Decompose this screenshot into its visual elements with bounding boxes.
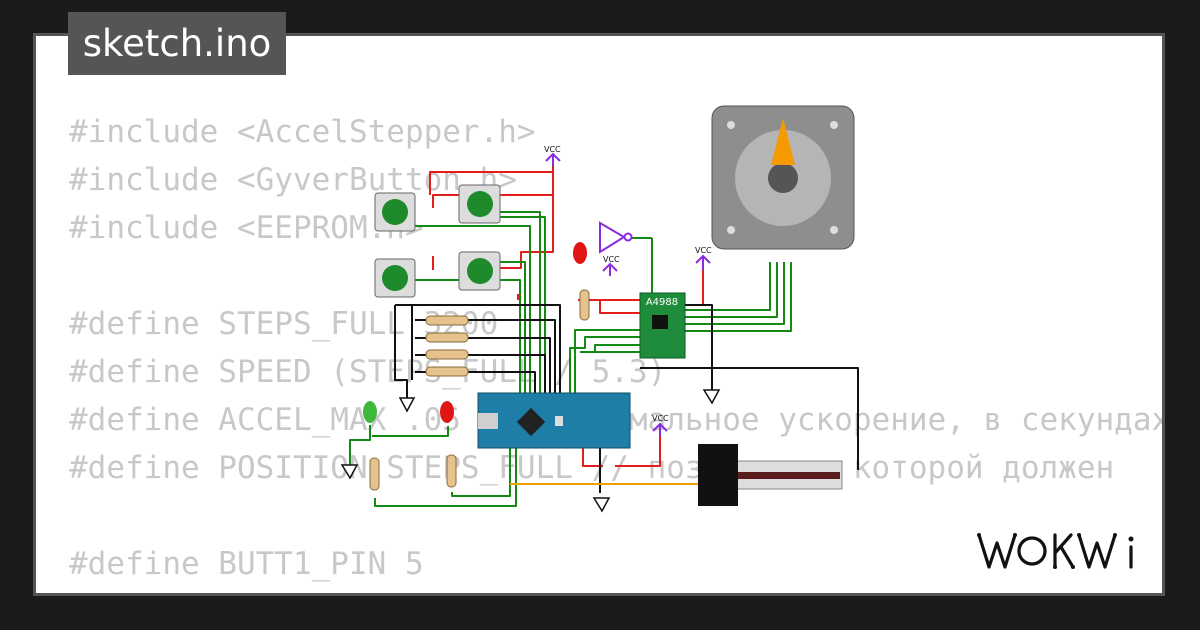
led-red xyxy=(573,242,587,264)
resistor xyxy=(425,349,469,360)
wokwi-logo-mark xyxy=(977,533,1134,569)
push-button[interactable] xyxy=(374,258,416,298)
stepper-motor xyxy=(711,105,855,250)
code-line: #include <AccelStepper.h> xyxy=(69,114,536,150)
vcc-label: VCC xyxy=(603,255,620,264)
ground-symbol xyxy=(702,389,721,405)
wire-green xyxy=(413,211,653,398)
resistor xyxy=(369,457,380,491)
push-button[interactable] xyxy=(458,251,501,291)
led-green xyxy=(363,401,377,423)
wire-red xyxy=(685,270,704,306)
file-tab[interactable]: sketch.ino xyxy=(68,12,286,75)
wire-black xyxy=(599,304,859,493)
wire-green xyxy=(372,426,511,497)
wire-green xyxy=(685,262,792,332)
ground-symbol xyxy=(340,464,359,480)
led-red xyxy=(440,401,454,423)
power-symbols: VCC VCC VCC VCC xyxy=(544,145,712,436)
slide-potentiometer[interactable] xyxy=(698,444,843,506)
vcc-label: VCC xyxy=(695,246,712,255)
resistor xyxy=(425,315,469,326)
wire-green xyxy=(349,425,517,507)
code-line: #define BUTT1_PIN 5 xyxy=(69,546,424,582)
code-line: #define ACCEL_MAX .05 // максимальное ус… xyxy=(69,402,1165,438)
driver-label: A4988 xyxy=(646,297,678,308)
resistor xyxy=(425,366,469,377)
ground-symbols xyxy=(340,389,721,513)
wire-black xyxy=(394,304,561,398)
push-button[interactable] xyxy=(374,192,416,232)
arduino-nano xyxy=(477,392,631,449)
wire-red xyxy=(582,432,661,467)
vcc-label: VCC xyxy=(652,414,669,423)
push-button[interactable] xyxy=(458,184,501,224)
resistor xyxy=(579,289,590,321)
ground-symbol xyxy=(398,397,416,413)
wire-green xyxy=(569,329,640,398)
wire-black xyxy=(415,319,556,398)
wire-red xyxy=(517,294,640,314)
ground-symbol xyxy=(592,497,611,513)
resistor xyxy=(425,332,469,343)
inverter-gate xyxy=(599,221,633,254)
resistor xyxy=(446,454,457,488)
a4988-driver: A4988 xyxy=(639,292,686,359)
vcc-label: VCC xyxy=(544,145,561,154)
wokwi-logo xyxy=(975,527,1150,579)
